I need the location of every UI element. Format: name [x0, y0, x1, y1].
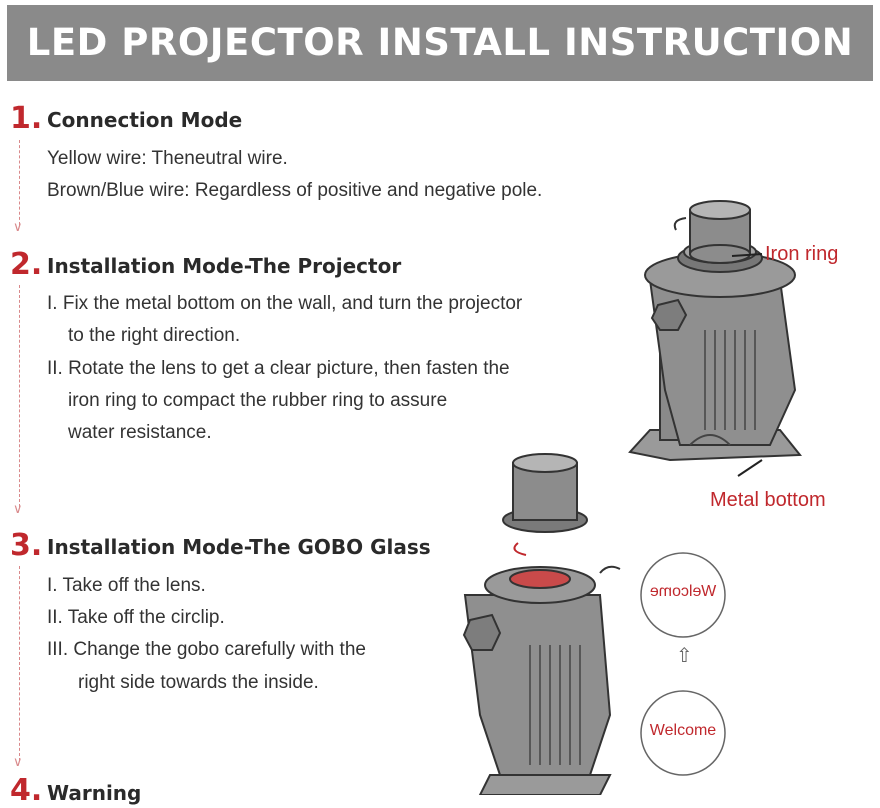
section-3-line-1: I. Take off the lens. — [47, 575, 206, 596]
section-4-number: 4. — [10, 773, 43, 808]
flip-arrow-icon: ⇧ — [676, 645, 693, 667]
section-1-number: 1. — [10, 101, 43, 136]
section-4-heading: Warning — [47, 781, 142, 805]
section-3-line-4: right side towards the inside. — [78, 672, 319, 693]
section-connector — [19, 140, 20, 225]
section-2-line-3: II. Rotate the lens to get a clear pictu… — [47, 358, 510, 379]
gobo-correct-circle — [640, 690, 726, 776]
connector-arrow-icon: ∨ — [13, 219, 23, 234]
page-title: LED PROJECTOR INSTALL INSTRUCTION — [26, 21, 854, 64]
section-3-heading: Installation Mode-The GOBO Glass — [47, 535, 431, 559]
metal-bottom-callout: Metal bottom — [710, 489, 826, 511]
section-connector — [19, 566, 20, 761]
title-banner: LED PROJECTOR INSTALL INSTRUCTION — [7, 5, 873, 81]
gobo-mirrored-label: Welcome — [649, 583, 717, 600]
gobo-correct-label: Welcome — [649, 722, 717, 739]
section-3-line-2: II. Take off the circlip. — [47, 607, 225, 628]
lens-removal-illustration — [462, 453, 621, 795]
section-3-line-3: III. Change the gobo carefully with the — [47, 639, 366, 660]
section-2-line-2: to the right direction. — [68, 325, 241, 346]
section-2-number: 2. — [10, 247, 43, 282]
section-2-heading: Installation Mode-The Projector — [47, 254, 402, 278]
gobo-mirrored-circle — [640, 552, 726, 638]
projector-illustration — [628, 200, 803, 477]
iron-ring-callout: Iron ring — [765, 243, 839, 265]
section-1-line-2: Brown/Blue wire: Regardless of positive … — [47, 180, 543, 201]
connector-arrow-icon: ∨ — [13, 501, 23, 516]
section-2-line-4: iron ring to compact the rubber ring to … — [68, 390, 448, 411]
section-connector — [19, 285, 20, 507]
section-2-line-1: I. Fix the metal bottom on the wall, and… — [47, 293, 523, 314]
section-3-number: 3. — [10, 528, 43, 563]
connector-arrow-icon: ∨ — [13, 754, 23, 769]
section-2-line-5: water resistance. — [68, 422, 212, 443]
section-1-line-1: Yellow wire: Theneutral wire. — [47, 148, 288, 169]
section-1-heading: Connection Mode — [47, 108, 243, 132]
